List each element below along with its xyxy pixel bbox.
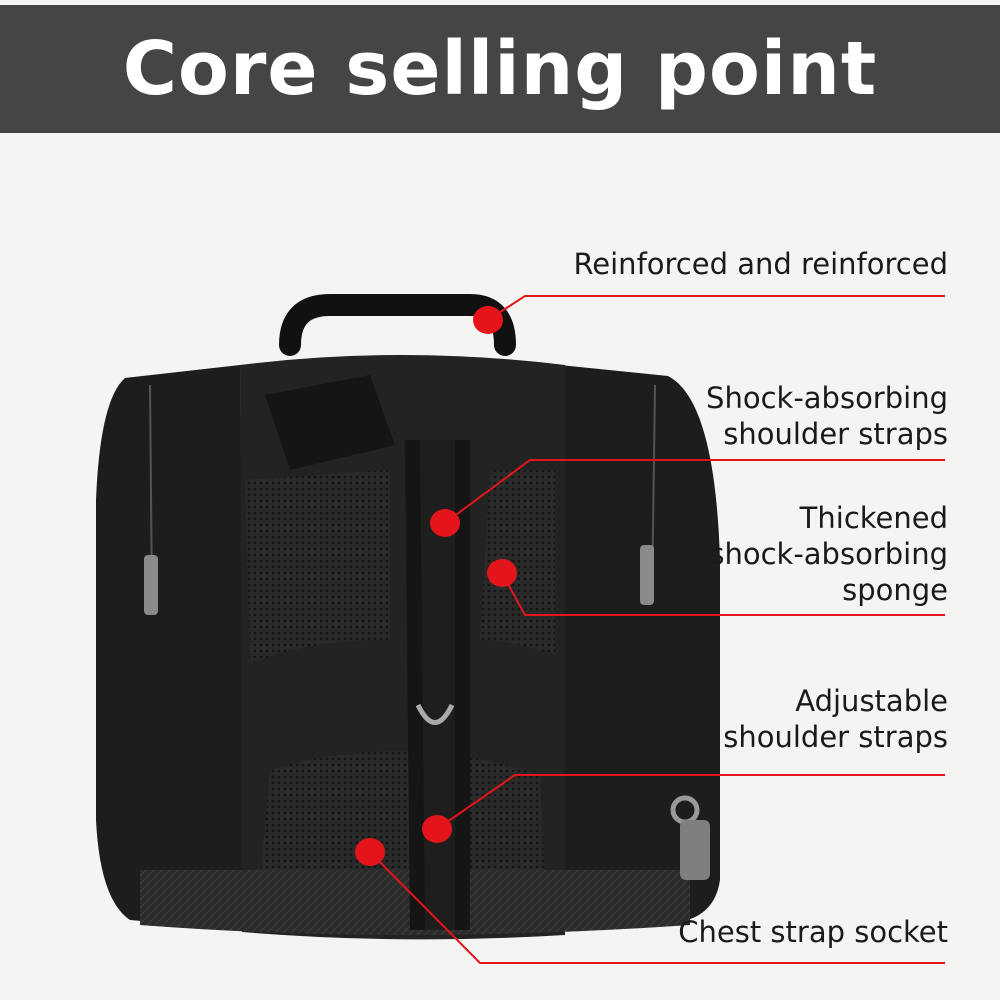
- top-handle: [279, 294, 516, 356]
- banner-title: Core selling point: [122, 26, 878, 112]
- callout-marker-5: [355, 838, 385, 866]
- callout-text: shoulder straps: [723, 417, 948, 451]
- callout-text: shock-absorbing: [709, 537, 948, 571]
- callout-label-sponge: Thickened shock-absorbing sponge: [709, 500, 948, 608]
- callout-label-reinforced: Reinforced and reinforced: [573, 246, 948, 282]
- callout-label-adjustable: Adjustable shoulder straps: [723, 683, 948, 755]
- callout-text: sponge: [842, 573, 948, 607]
- mesh-pad-upper-left: [245, 470, 390, 665]
- callout-line-1: [487, 295, 945, 321]
- callout-text: Shock-absorbing: [706, 381, 948, 415]
- mesh-pad-upper-right: [480, 470, 555, 655]
- callout-marker-4: [422, 815, 452, 843]
- mesh-pad-lower: [260, 751, 545, 880]
- callout-text: Adjustable: [795, 684, 948, 718]
- backpack-right-side: [560, 365, 720, 932]
- callout-text: shoulder straps: [723, 720, 948, 754]
- callout-line-5: [369, 851, 945, 964]
- title-banner: Core selling point: [0, 5, 1000, 133]
- callout-marker-2: [430, 509, 460, 537]
- callout-line-4: [436, 774, 945, 830]
- callout-marker-3: [487, 559, 517, 587]
- callout-markers: [355, 306, 517, 866]
- callout-text: Thickened: [799, 501, 948, 535]
- backpack-image: [96, 294, 720, 940]
- callout-label-shoulder-straps: Shock-absorbing shoulder straps: [706, 380, 948, 452]
- backpack-left-side: [96, 365, 245, 930]
- d-ring: [415, 703, 455, 725]
- callout-text: Chest strap socket: [678, 915, 948, 949]
- callout-text: Reinforced and reinforced: [573, 247, 948, 281]
- callout-label-chest-strap: Chest strap socket: [678, 914, 948, 950]
- callout-marker-1: [473, 306, 503, 334]
- callout-lines: [369, 295, 945, 964]
- callout-line-3: [501, 572, 945, 616]
- callout-line-2: [444, 459, 945, 524]
